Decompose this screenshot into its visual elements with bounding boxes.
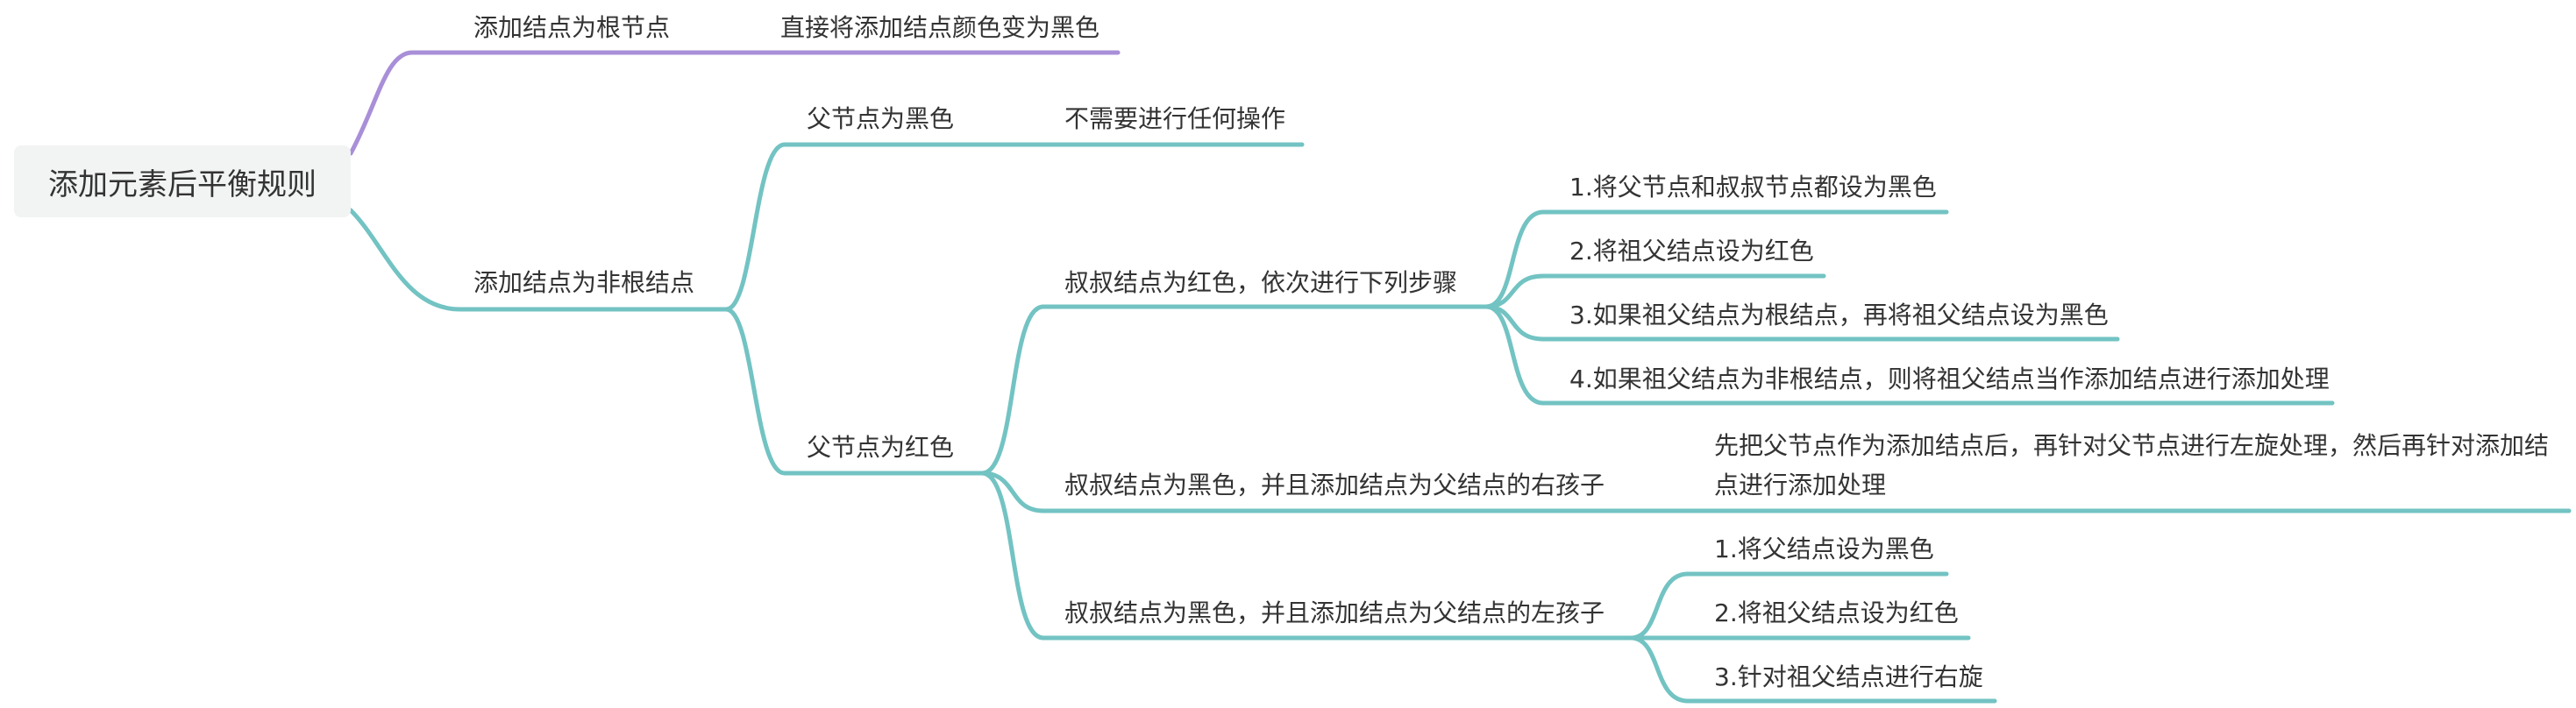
connector-parent-red-to-uncle-black-left xyxy=(979,471,1046,641)
node-is-root[interactable]: 添加结点为根节点 xyxy=(473,13,671,42)
node-uncle-red-step4[interactable]: 4.如果祖父结点为非根结点，则将祖父结点当作添加结点进行添加处理 xyxy=(1569,365,2330,393)
root-node[interactable]: 添加元素后平衡规则 xyxy=(14,145,351,217)
node-uncle-black-left-step1[interactable]: 1.将父结点设为黑色 xyxy=(1714,535,1934,563)
node-non-root[interactable]: 添加结点为非根结点 xyxy=(473,268,695,297)
node-uncle-black-right-action[interactable]: 先把父节点作为添加结点后，再针对父节点进行左旋处理，然后再针对添加结点进行添加处… xyxy=(1714,431,2550,499)
node-uncle-red-step3[interactable]: 3.如果祖父结点为根结点，再将祖父结点设为黑色 xyxy=(1569,301,2109,329)
node-uncle-red-step2[interactable]: 2.将祖父结点设为红色 xyxy=(1569,237,1814,266)
connector-uncle-black-left-to-step1 xyxy=(1628,571,1690,641)
node-is-root-action[interactable]: 直接将添加结点颜色变为黑色 xyxy=(780,13,1100,42)
connector-root-to-is-root xyxy=(348,50,415,156)
node-parent-black-action[interactable]: 不需要进行任何操作 xyxy=(1064,104,1286,133)
connector-uncle-red-to-step1 xyxy=(1484,209,1546,309)
node-uncle-red[interactable]: 叔叔结点为红色，依次进行下列步骤 xyxy=(1064,268,1458,297)
connector-non-root-to-parent-red xyxy=(723,307,787,476)
node-uncle-black-left-step3[interactable]: 3.针对祖父结点进行右旋 xyxy=(1714,662,1983,691)
connector-non-root-to-parent-black xyxy=(723,142,787,312)
node-uncle-black-left-step2[interactable]: 2.将祖父结点设为红色 xyxy=(1714,598,1959,627)
connector-parent-red-to-uncle-red xyxy=(979,304,1046,476)
connector-parent-red-to-uncle-black-right xyxy=(979,471,1046,513)
connector-root-to-non-root xyxy=(348,208,463,312)
root-node-label: 添加元素后平衡规则 xyxy=(48,166,317,202)
connector-uncle-red-to-step4 xyxy=(1484,304,1546,406)
node-parent-black[interactable]: 父节点为黑色 xyxy=(807,104,955,133)
connector-uncle-black-left-to-step3 xyxy=(1628,635,1690,704)
node-uncle-black-left[interactable]: 叔叔结点为黑色，并且添加结点为父结点的左孩子 xyxy=(1064,598,1605,627)
node-uncle-red-step1[interactable]: 1.将父节点和叔叔节点都设为黑色 xyxy=(1569,173,1937,202)
node-uncle-black-right[interactable]: 叔叔结点为黑色，并且添加结点为父结点的右孩子 xyxy=(1064,471,1605,499)
node-parent-red[interactable]: 父节点为红色 xyxy=(807,433,955,462)
